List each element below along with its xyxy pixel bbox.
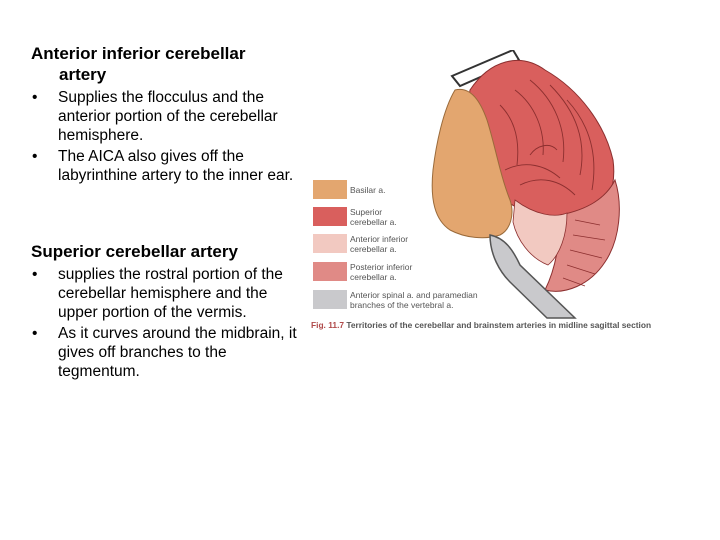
legend-swatch-superior — [313, 207, 347, 226]
anterior-inferior-cerebellar-territory — [512, 199, 568, 266]
cerebellar-arteries-figure: Basilar a. Superior cerebellar a. Anteri… — [305, 50, 705, 340]
sca-bullet-list: supplies the rostral portion of the cere… — [31, 265, 301, 381]
figure-number: Fig. 11.7 — [311, 320, 345, 330]
posterior-inferior-cerebellar-territory — [544, 178, 620, 292]
aica-heading-line1: Anterior inferior cerebellar — [31, 44, 246, 63]
sca-bullet-2: As it curves around the midbrain, it giv… — [31, 324, 301, 381]
sca-bullet-1: supplies the rostral portion of the cere… — [31, 265, 301, 322]
legend-label-superior: Superior cerebellar a. — [350, 207, 397, 227]
sca-heading: Superior cerebellar artery — [31, 242, 238, 261]
legend-swatch-anterior-inferior — [313, 234, 347, 253]
cerebellum-sagittal-illustration — [431, 50, 620, 319]
sca-section: Superior cerebellar artery supplies the … — [31, 241, 301, 383]
legend-swatch-basilar — [313, 180, 347, 199]
legend-swatch-posterior-inferior — [313, 262, 347, 281]
anterior-spinal-territory — [489, 234, 577, 319]
basilar-territory — [431, 88, 513, 239]
aica-bullet-1: Supplies the flocculus and the anterior … — [31, 88, 301, 145]
figure-caption-text: Territories of the cerebellar and brains… — [346, 320, 652, 330]
legend-label-posterior-inferior: Posterior inferior cerebellar a. — [350, 262, 413, 282]
aica-heading-line2: artery — [59, 65, 107, 84]
legend-label-basilar: Basilar a. — [350, 185, 386, 195]
legend-swatch-anterior-spinal — [313, 290, 347, 309]
aica-heading: Anterior inferior cerebellar artery — [31, 43, 301, 85]
legend-label-anterior-spinal: Anterior spinal a. and paramedian branch… — [350, 290, 478, 310]
aica-bullet-list: Supplies the flocculus and the anterior … — [31, 88, 301, 185]
figure-caption: Fig. 11.7 Territories of the cerebellar … — [311, 320, 651, 330]
legend-label-anterior-inferior: Anterior inferior cerebellar a. — [350, 234, 409, 254]
aica-bullet-2: The AICA also gives off the labyrinthine… — [31, 147, 301, 185]
aica-section: Anterior inferior cerebellar artery Supp… — [31, 43, 301, 187]
